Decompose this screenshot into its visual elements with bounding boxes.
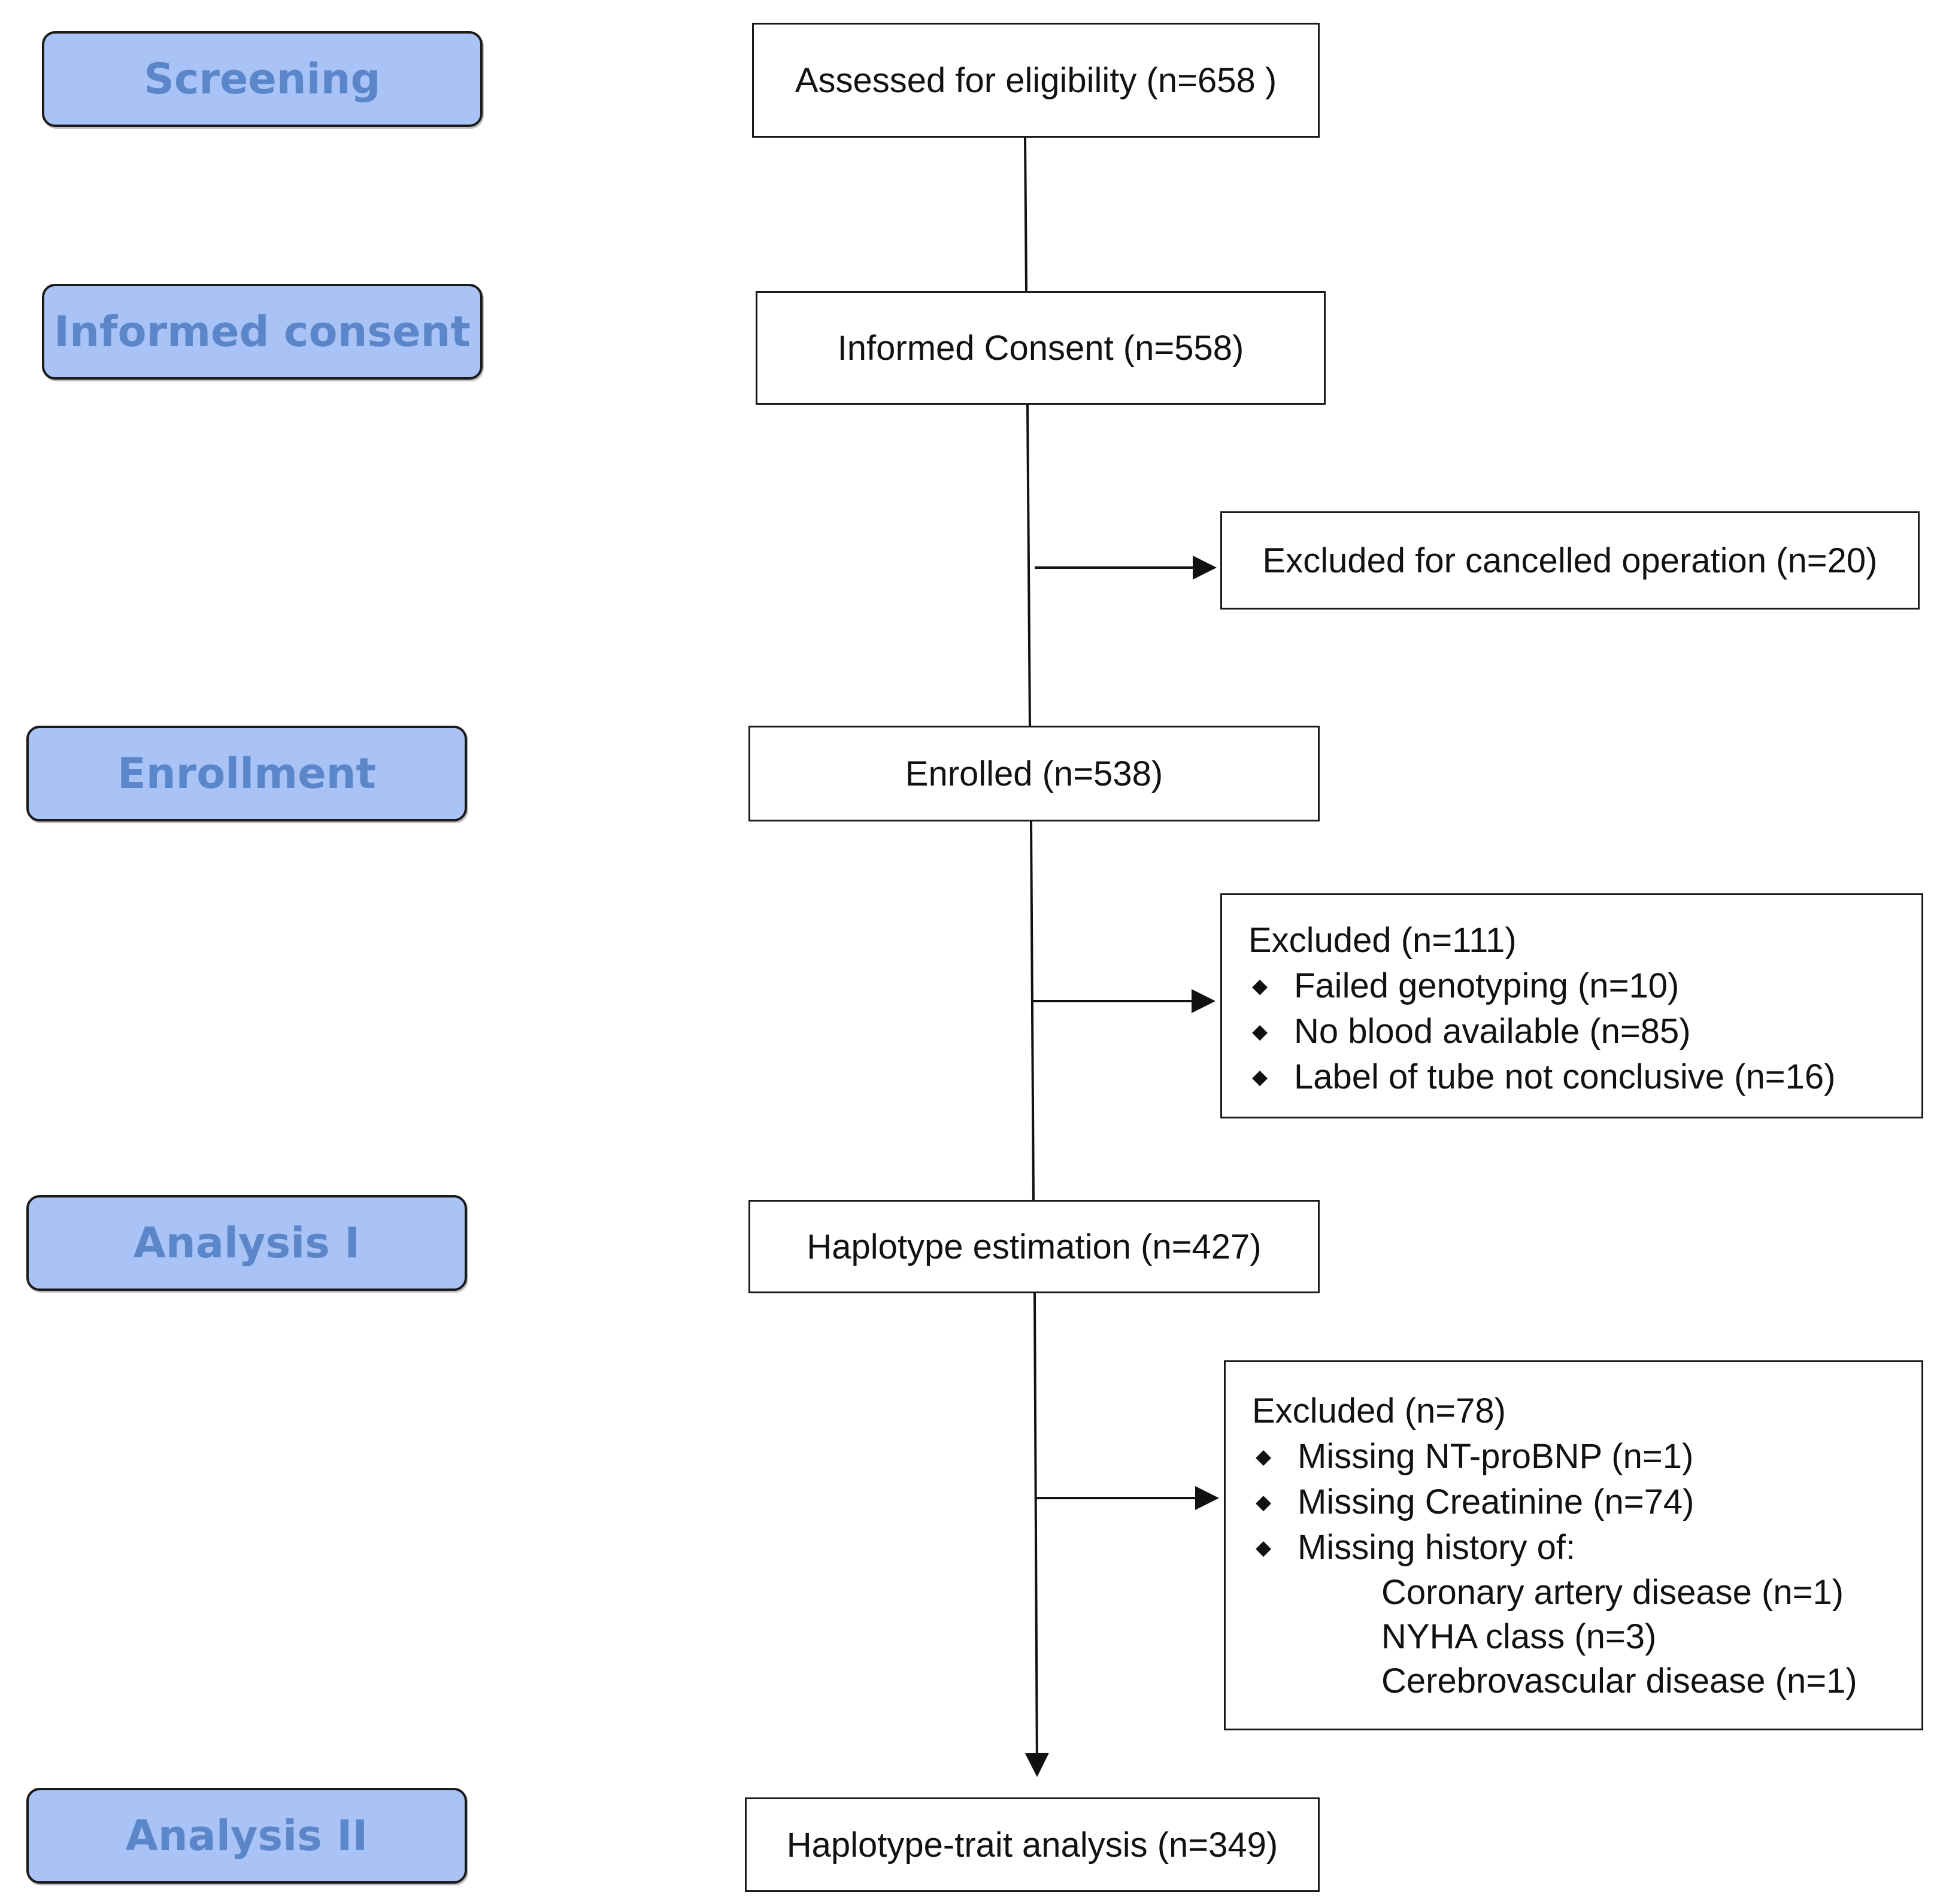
bullet-icon: ◆ (1252, 975, 1268, 998)
bullet-icon: ◆ (1252, 1020, 1268, 1043)
excluded-2-item-text: Missing NT-proBNP (n=1) (1298, 1437, 1694, 1476)
excluded-2-item: ◆ Missing NT-proBNP (n=1) (1252, 1434, 1921, 1479)
excluded-1-item-text: Label of tube not conclusive (n=16) (1294, 1057, 1836, 1096)
excluded-2-sub-item: NYHA class (n=3) (1381, 1617, 1657, 1656)
assessed-text: Assessed for eligibility (n=658 ) (795, 60, 1277, 100)
stage-label-informed-consent: Informed consent (42, 284, 483, 380)
assessed-box: Assessed for eligibility (n=658 ) (752, 23, 1320, 138)
consent-box: Informed Consent (n=558) (756, 291, 1326, 405)
excluded-1-item: ◆ Label of tube not conclusive (n=16) (1248, 1054, 1921, 1100)
excluded-1-item-text: Failed genotyping (n=10) (1294, 966, 1680, 1005)
haplotype-estimation-box: Haplotype estimation (n=427) (748, 1200, 1320, 1293)
excluded-cancelled-box: Excluded for cancelled operation (n=20) (1220, 511, 1920, 610)
connector-consent-to-enrolled (1026, 404, 1031, 726)
excluded-1-title: Excluded (n=111) (1248, 921, 1517, 960)
connector-enrolled-to-haplotype (1030, 821, 1035, 1200)
connector-assessed-to-consent (1024, 137, 1027, 292)
enrolled-box: Enrolled (n=538) (748, 726, 1320, 821)
bullet-icon: ◆ (1256, 1445, 1272, 1468)
consent-text: Informed Consent (n=558) (837, 328, 1244, 368)
excluded-2-item: ◆ Missing history of: (1252, 1525, 1921, 1571)
excluded-1-item-text: No blood available (n=85) (1294, 1012, 1691, 1051)
stage-label-enrollment: Enrollment (26, 726, 467, 821)
excluded-2-sub-item: Cerebrovascular disease (n=1) (1381, 1662, 1857, 1700)
connector-haplotype-to-trait (1024, 1293, 1049, 1777)
excluded-1-item: ◆ No blood available (n=85) (1248, 1009, 1921, 1054)
bullet-icon: ◆ (1256, 1491, 1272, 1514)
stage-label-analysis-2: Analysis II (26, 1788, 467, 1884)
excluded-2-box: Excluded (n=78) ◆ Missing NT-proBNP (n=1… (1224, 1360, 1923, 1730)
haplotype-trait-text: Haplotype-trait analysis (n=349) (786, 1825, 1278, 1864)
haplotype-trait-box: Haplotype-trait analysis (n=349) (745, 1797, 1320, 1892)
stage-label-analysis-1: Analysis I (26, 1195, 467, 1291)
excluded-2-item-text: Missing history of: (1298, 1528, 1576, 1567)
excluded-2-sub-item: Coronary artery disease (n=1) (1381, 1573, 1844, 1612)
enrolled-text: Enrolled (n=538) (905, 754, 1163, 793)
excluded-1-item: ◆ Failed genotyping (n=10) (1248, 963, 1921, 1009)
excluded-2-item: ◆ Missing Creatinine (n=74) (1252, 1479, 1921, 1525)
haplotype-estimation-text: Haplotype estimation (n=427) (807, 1227, 1262, 1266)
bullet-icon: ◆ (1256, 1536, 1272, 1559)
excluded-cancelled-text: Excluded for cancelled operation (n=20) (1262, 541, 1878, 580)
bullet-icon: ◆ (1252, 1066, 1268, 1089)
excluded-2-item-text: Missing Creatinine (n=74) (1298, 1482, 1695, 1521)
excluded-2-title: Excluded (n=78) (1252, 1391, 1506, 1430)
excluded-1-box: Excluded (n=111) ◆ Failed genotyping (n=… (1220, 893, 1923, 1118)
stage-label-screening: Screening (42, 31, 483, 127)
